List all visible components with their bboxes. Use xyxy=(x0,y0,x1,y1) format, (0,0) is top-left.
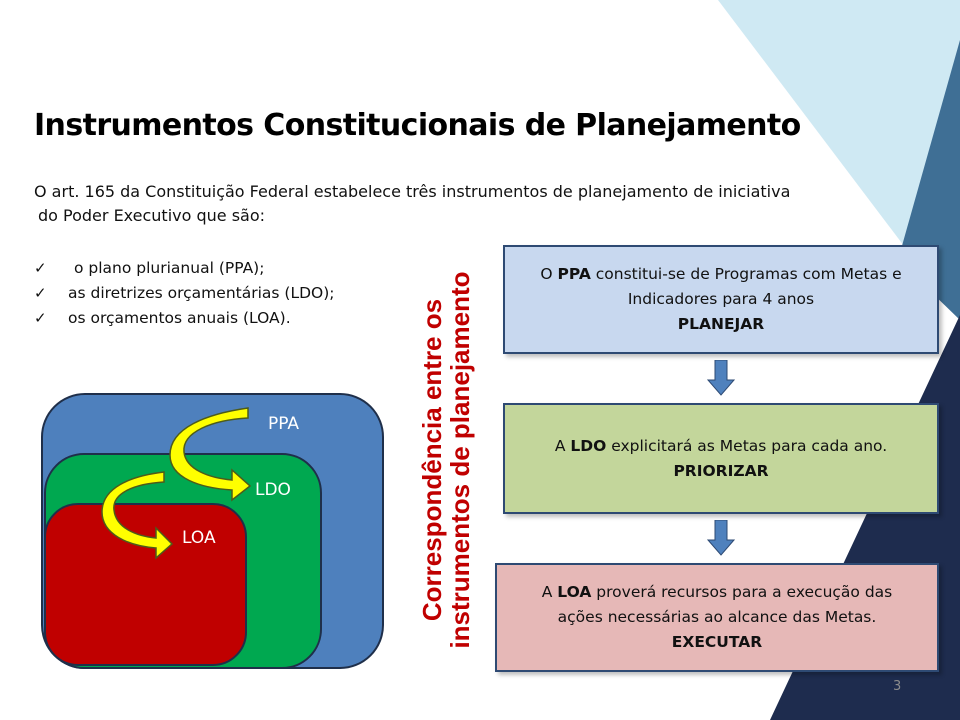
ppa-flow-line-1: O PPA constitui-se de Programas com Meta… xyxy=(540,262,901,287)
intro-paragraph: O art. 165 da Constituição Federal estab… xyxy=(34,180,864,228)
checklist-item-text: os orçamentos anuais (LOA). xyxy=(68,309,291,327)
loa-box xyxy=(44,503,247,666)
checklist-item: ✓ o plano plurianual (PPA); xyxy=(34,256,334,281)
loa-flow-post: proverá recursos para a execução das xyxy=(591,583,893,601)
check-mark-icon: ✓ xyxy=(34,259,47,277)
light-blue-triangle xyxy=(718,0,960,320)
ppa-flow-post: constitui-se de Programas com Metas e xyxy=(590,265,902,283)
ldo-flow-box: A LDO explicitará as Metas para cada ano… xyxy=(503,403,939,514)
ppa-flow-box: O PPA constitui-se de Programas com Meta… xyxy=(503,245,939,354)
ldo-flow-pre: A xyxy=(554,436,571,455)
ppa-label: PPA xyxy=(268,414,300,434)
instruments-checklist: ✓ o plano plurianual (PPA); ✓ as diretri… xyxy=(34,256,334,331)
intro-line-2: do Poder Executivo que são: xyxy=(38,206,266,225)
arrow-down-icon xyxy=(707,520,735,556)
loa-flow-box: A LOA proverá recursos para a execução d… xyxy=(495,563,939,672)
ppa-flow-action: PLANEJAR xyxy=(677,315,765,333)
ldo-label: LDO xyxy=(255,480,291,500)
loa-flow-line-2: ações necessárias ao alcance das Metas. xyxy=(557,608,877,626)
slide-title: Instrumentos Constitucionais de Planejam… xyxy=(34,108,801,143)
ppa-flow-keyword: PPA xyxy=(557,265,591,283)
vertical-text-line-2: instrumentos de planejamento xyxy=(445,271,475,649)
intro-line-1: O art. 165 da Constituição Federal estab… xyxy=(34,182,791,201)
checklist-item-text: o plano plurianual (PPA); xyxy=(74,259,265,277)
arrow-down-icon xyxy=(707,360,735,396)
loa-flow-keyword: LOA xyxy=(557,583,592,601)
ldo-flow-action: PRIORIZAR xyxy=(673,461,769,480)
loa-flow-action: EXECUTAR xyxy=(671,633,763,651)
loa-flow-line-1: A LOA proverá recursos para a execução d… xyxy=(542,580,893,605)
checklist-item-text: as diretrizes orçamentárias (LDO); xyxy=(68,284,335,302)
check-mark-icon: ✓ xyxy=(34,284,47,302)
checklist-item: ✓ as diretrizes orçamentárias (LDO); xyxy=(34,281,334,306)
loa-label: LOA xyxy=(182,528,216,548)
page-number: 3 xyxy=(893,679,902,694)
vertical-text-line-1: Correspondência entre os xyxy=(417,298,447,622)
ppa-flow-line-2: Indicadores para 4 anos xyxy=(627,290,815,308)
ldo-flow-keyword: LDO xyxy=(570,436,607,455)
check-mark-icon: ✓ xyxy=(34,309,47,327)
correspondence-vertical-text: Correspondência entre os instrumentos de… xyxy=(417,250,478,670)
ppa-flow-pre: O xyxy=(540,265,558,283)
ldo-flow-line-1: A LDO explicitará as Metas para cada ano… xyxy=(555,434,887,459)
checklist-item: ✓ os orçamentos anuais (LOA). xyxy=(34,306,334,331)
ldo-flow-post: explicitará as Metas para cada ano. xyxy=(606,436,888,455)
loa-flow-pre: A xyxy=(541,583,558,601)
